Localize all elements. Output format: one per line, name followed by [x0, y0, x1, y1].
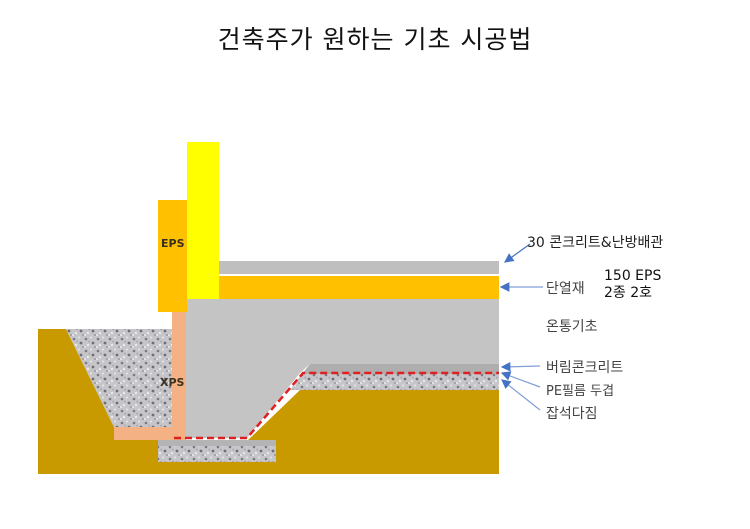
callout-topping-concrete: 30 콘크리트&난방배관	[527, 235, 664, 251]
arrow-gravel	[501, 379, 541, 411]
footing-blinding-concrete	[158, 440, 276, 446]
eps-label: EPS	[161, 237, 185, 250]
insulation-spec-line1: 150 EPS	[604, 268, 662, 284]
topping-concrete	[219, 261, 499, 274]
blinding-concrete	[302, 364, 499, 374]
callout-insulation: 단열재	[546, 281, 585, 297]
arrow-pe-film	[500, 371, 541, 388]
mat-foundation-slab	[186, 299, 499, 438]
xps-insulation-foot	[114, 427, 174, 440]
xps-label: XPS	[160, 376, 185, 389]
backfill-gravel	[66, 329, 172, 427]
insulation-spec: 150 EPS 2종 2호	[604, 268, 661, 302]
wall	[187, 142, 219, 299]
page-title: 건축주가 원하는 기초 시공법	[217, 25, 533, 54]
callout-compacted-gravel: 잡석다짐	[546, 406, 598, 422]
insulation-spec-line2: 2종 2호	[604, 285, 653, 301]
arrow-blinding	[500, 361, 541, 372]
callout-mat-foundation: 온통기초	[546, 319, 598, 335]
arrow-topping	[504, 243, 531, 263]
pe-film-line	[174, 371, 499, 440]
eps-exterior-insulation	[158, 200, 187, 312]
xps-insulation-vertical	[172, 312, 186, 440]
callout-pe-film: PE필름 두겹	[546, 384, 615, 399]
footing-gravel	[158, 446, 276, 462]
callout-blinding-concrete: 버림콘크리트	[546, 360, 624, 376]
compacted-gravel	[290, 374, 499, 390]
ground-soil	[38, 329, 499, 474]
underfloor-insulation	[219, 276, 499, 299]
